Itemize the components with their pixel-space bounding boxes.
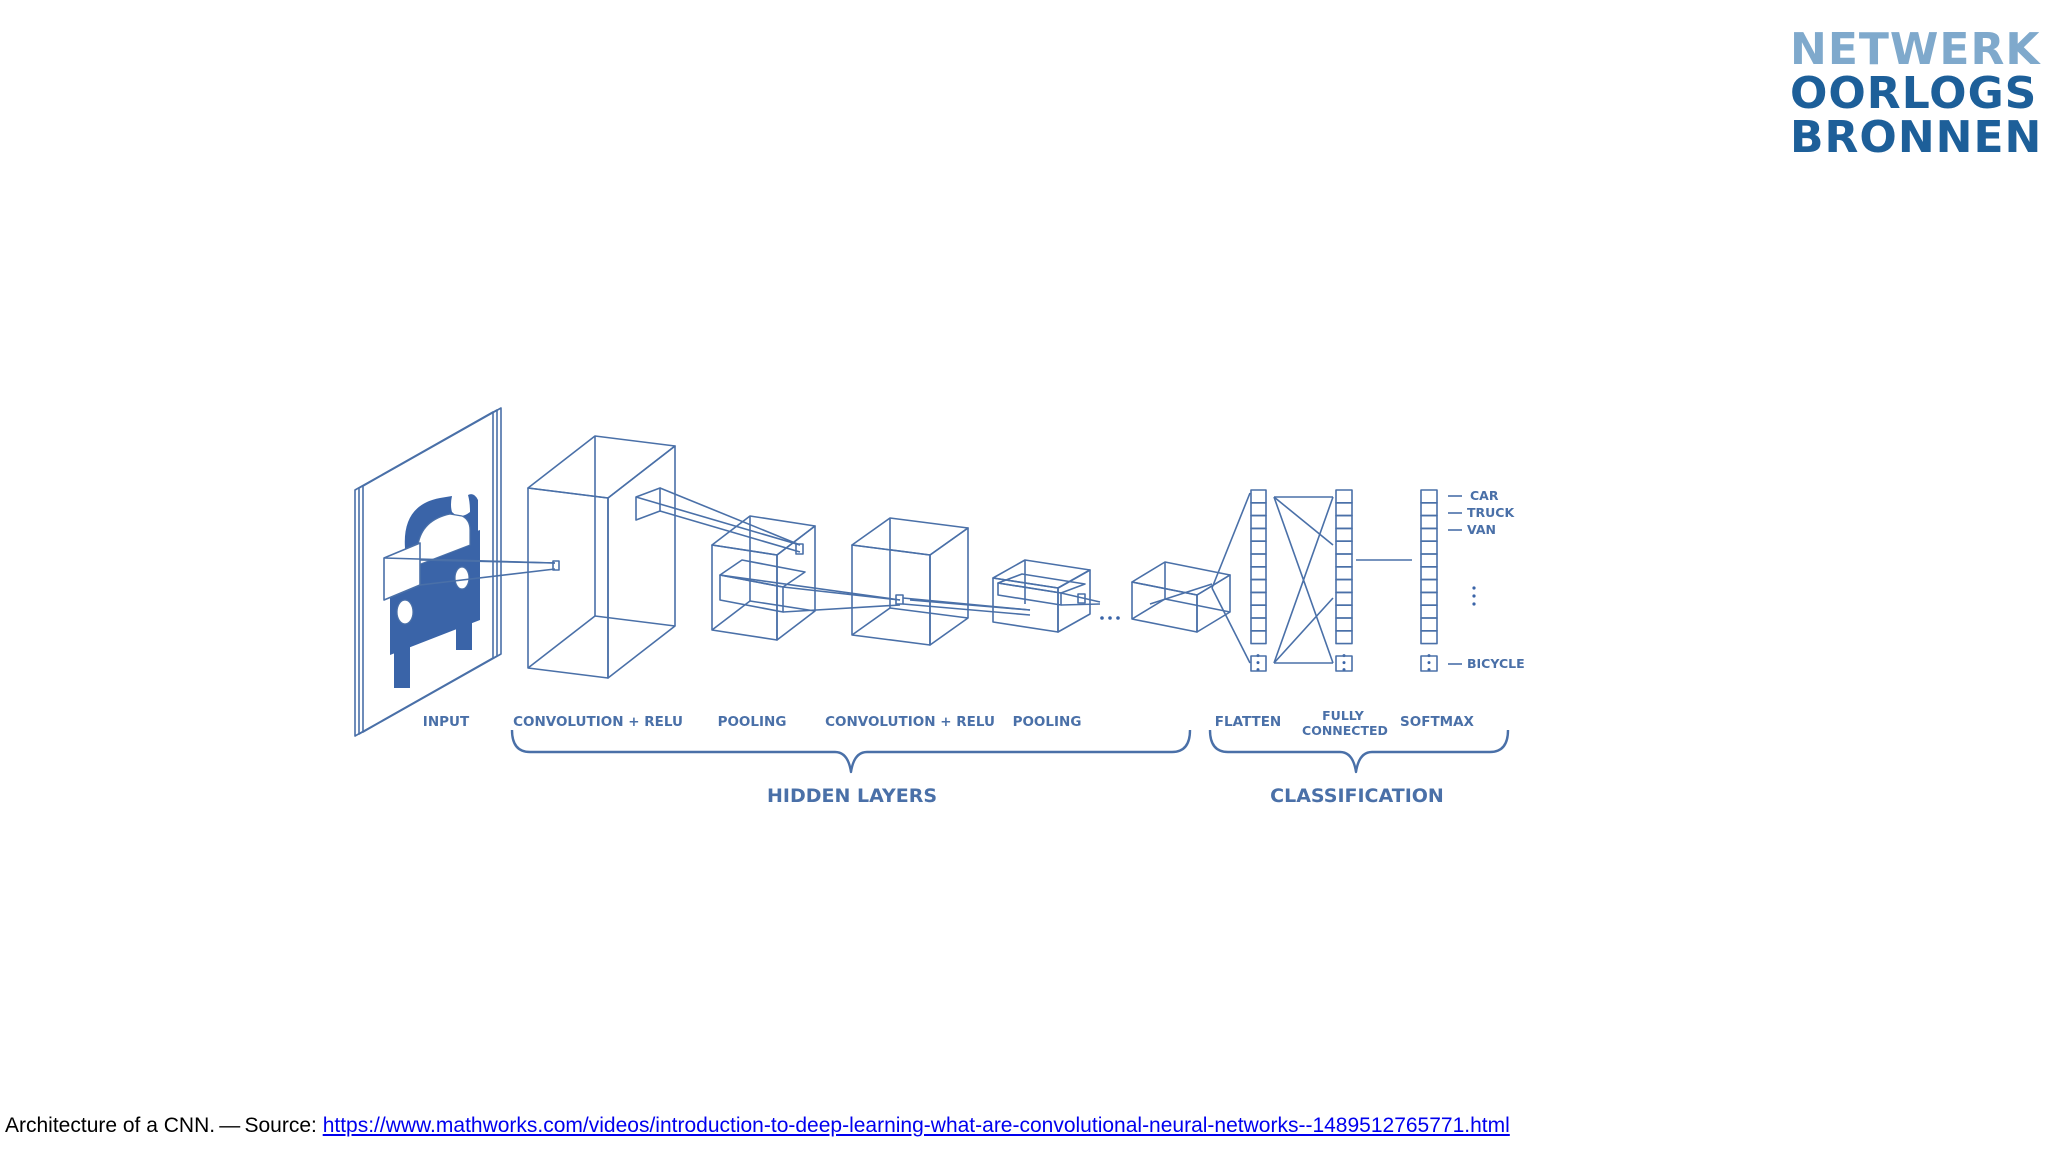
softmax-ellipsis-dot	[1427, 661, 1431, 665]
flatten-neuron	[1250, 540, 1267, 555]
output-ticks	[1448, 495, 1462, 665]
fc-neuron	[1335, 617, 1353, 632]
fc-neuron	[1335, 604, 1353, 619]
label-flatten: FLATTEN	[1215, 714, 1281, 730]
fc-neuron	[1335, 553, 1353, 568]
label-input: INPUT	[423, 714, 470, 730]
pool1-volume	[711, 515, 901, 641]
softmax-neuron	[1420, 514, 1438, 530]
fully-connected-column	[1335, 489, 1353, 672]
classification-brace	[1208, 729, 1510, 774]
fc-neuron	[1335, 578, 1353, 594]
fc-neuron	[1335, 489, 1353, 504]
logo-line-oorlogs: OORLOGS	[1790, 68, 2038, 119]
flatten-neuron	[1250, 604, 1267, 619]
car-window	[396, 513, 471, 625]
fc-neuron	[1335, 527, 1353, 543]
label-convolution-relu-1: CONVOLUTION + RELU	[513, 714, 683, 730]
pool2-volume	[992, 559, 1101, 633]
label-hidden-layers: HIDDEN LAYERS	[767, 785, 937, 807]
softmax-neuron	[1420, 501, 1438, 517]
label-softmax: SOFTMAX	[1400, 714, 1475, 730]
flatten-neuron	[1250, 553, 1267, 568]
flatten-neuron	[1250, 565, 1267, 581]
softmax-neuron	[1420, 578, 1438, 594]
conv2-volume	[851, 517, 1031, 646]
caption: Architecture of a CNN. — Source: https:/…	[5, 1114, 1510, 1138]
softmax-column	[1420, 489, 1438, 672]
fc-neuron	[1335, 629, 1353, 645]
logo-line-netwerk: NETWERK	[1790, 24, 2041, 75]
conv1-volume	[527, 435, 801, 679]
softmax-last-neuron	[1420, 655, 1438, 672]
flatten-neuron	[1250, 591, 1267, 607]
label-pooling-2: POOLING	[1013, 714, 1082, 730]
softmax-neuron	[1420, 489, 1438, 504]
label-fully: FULLY	[1322, 708, 1365, 723]
input-image-plate	[354, 407, 502, 737]
logo: NETWERK OORLOGS BRONNEN	[1790, 24, 2043, 163]
ellipsis-dots	[1100, 616, 1120, 620]
flatten-neuron	[1250, 629, 1267, 645]
softmax-neuron	[1420, 527, 1438, 543]
fc-last-neuron	[1335, 655, 1353, 672]
output-ellipsis	[1472, 586, 1476, 606]
last-feature-volume	[1131, 561, 1231, 633]
flatten-ellipsis-dot	[1256, 661, 1260, 665]
flatten-neuron	[1250, 514, 1267, 530]
caption-text: Architecture of a CNN. — Source:	[5, 1114, 323, 1137]
flatten-column	[1250, 489, 1267, 672]
hidden-layers-brace	[510, 729, 1192, 774]
output-label-car: CAR	[1470, 488, 1499, 503]
logo-line-bronnen: BRONNEN	[1790, 112, 2043, 163]
flatten-last-neuron	[1250, 655, 1267, 672]
flatten-neuron	[1250, 578, 1267, 594]
fc-ellipsis-dot	[1342, 661, 1346, 665]
softmax-neuron	[1420, 540, 1438, 555]
softmax-neuron	[1420, 604, 1438, 619]
fc-neuron	[1335, 540, 1353, 555]
fc-neuron	[1335, 565, 1353, 581]
label-convolution-relu-2: CONVOLUTION + RELU	[825, 714, 995, 730]
fc-neuron	[1335, 501, 1353, 517]
fc-neuron	[1335, 591, 1353, 607]
input-receptive-field	[383, 542, 560, 601]
label-connected: CONNECTED	[1302, 723, 1388, 738]
output-label-van: VAN	[1467, 522, 1496, 537]
fc-neuron	[1335, 514, 1353, 530]
flatten-neuron	[1250, 527, 1267, 543]
source-link[interactable]: https://www.mathworks.com/videos/introdu…	[322, 1114, 1510, 1137]
softmax-neuron	[1420, 591, 1438, 607]
output-label-bicycle: BICYCLE	[1467, 656, 1525, 671]
output-label-truck: TRUCK	[1467, 505, 1515, 520]
softmax-neuron	[1420, 617, 1438, 632]
flatten-neuron	[1250, 617, 1267, 632]
flatten-neuron	[1250, 501, 1267, 517]
flatten-connections	[1211, 492, 1412, 664]
flatten-neuron	[1250, 489, 1267, 504]
softmax-neuron	[1420, 553, 1438, 568]
label-pooling-1: POOLING	[718, 714, 787, 730]
softmax-neuron	[1420, 565, 1438, 581]
softmax-neuron	[1420, 629, 1438, 645]
label-classification: CLASSIFICATION	[1270, 785, 1444, 807]
